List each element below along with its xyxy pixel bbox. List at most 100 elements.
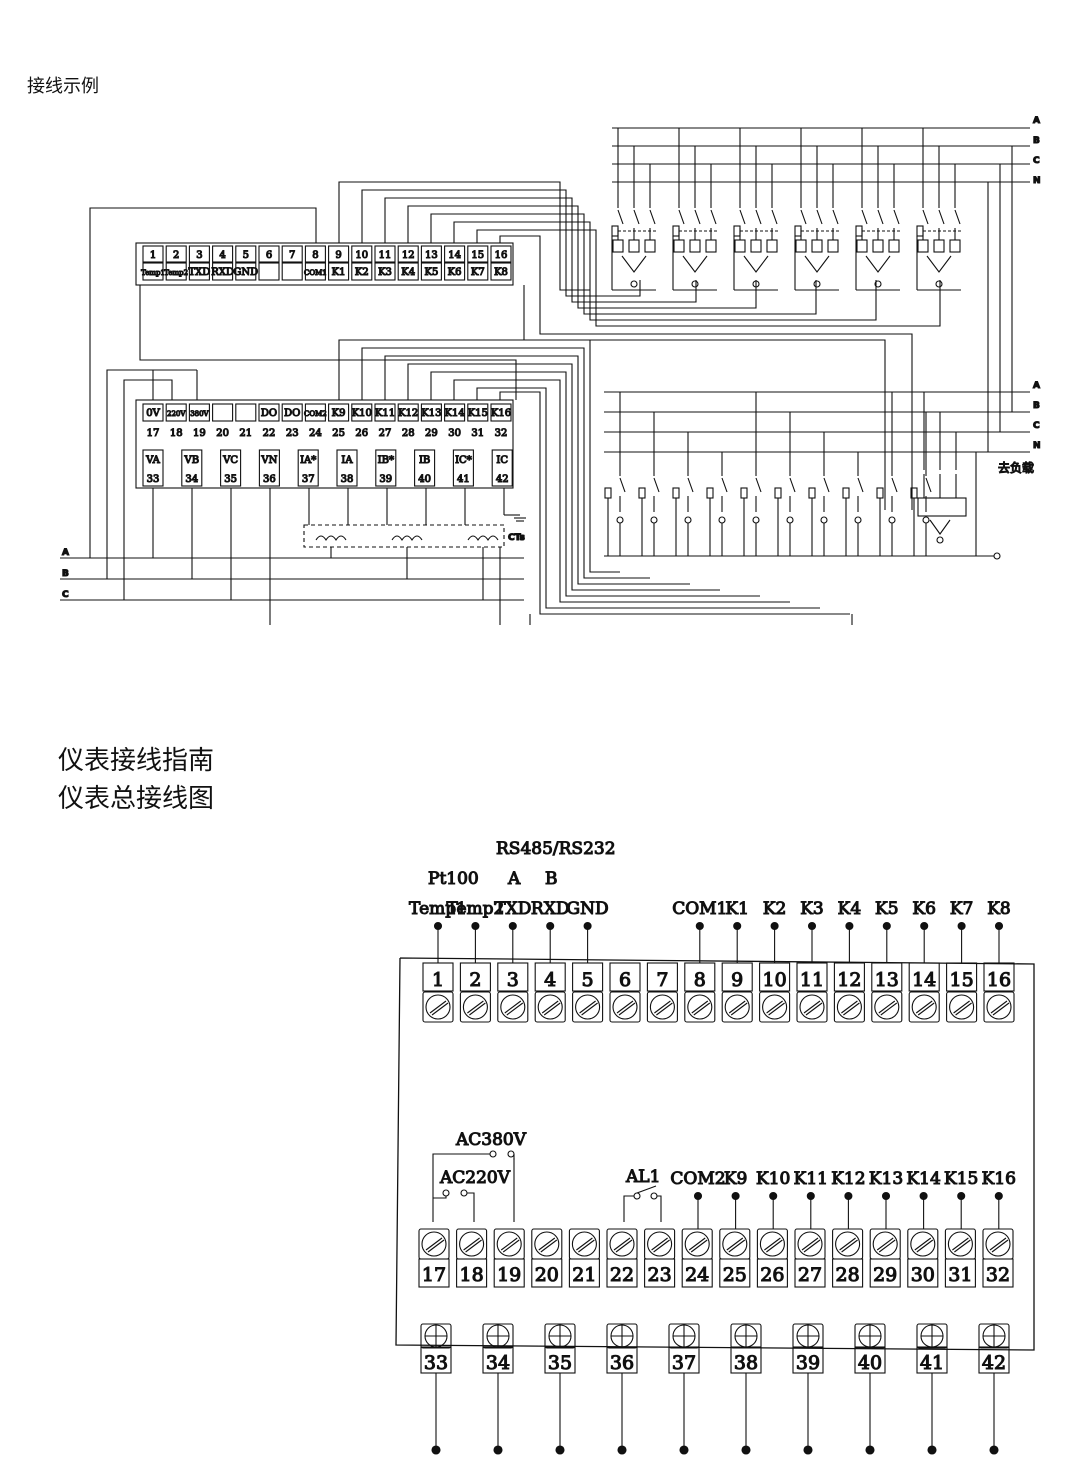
rs-a-label: A (507, 869, 521, 889)
bottom-terminal-13-number: 13 (875, 969, 899, 991)
top-terminal-6-number-box (258, 245, 280, 263)
lower-relay-7 (808, 432, 830, 556)
top-terminal-2-label-box (165, 262, 187, 281)
bottom-signal-k10: K10 (756, 1169, 790, 1189)
bottom-terminal-40-number: 40 (858, 1352, 882, 1374)
bottom-terminal-29-screw (869, 1228, 901, 1260)
bottom-terminal-19-screw (493, 1228, 525, 1260)
top-terminal-7-label-box (281, 262, 303, 281)
top-terminal-4-label: RXD (211, 267, 234, 278)
top-terminal-36-box (258, 449, 280, 487)
rs-label: RS485/RS232 (496, 839, 616, 859)
top-terminal-34-label: VB (184, 455, 200, 466)
ac-voltage-switches: AC380V AC220V AL1 (432, 1129, 662, 1222)
bottom-terminal-28-number: 28 (836, 1264, 860, 1286)
bottom-signal-k9: K9 (724, 1169, 748, 1189)
bottom-terminal-6-number: 6 (619, 969, 631, 991)
left-bus-label-a: A (62, 548, 69, 558)
top-terminal-5-label: GND (233, 267, 258, 278)
top-terminal-24-label: COM2 (304, 410, 327, 418)
top-terminal-18-label-box (165, 403, 187, 422)
top-terminal-37-box (297, 449, 319, 487)
bottom-signal-k3: K3 (800, 899, 824, 919)
bottom-terminal-34-screw (482, 1323, 514, 1349)
top-terminal-9-number-box (328, 245, 350, 263)
bottom-terminal-23-number-box (644, 1258, 676, 1288)
bottom-terminal-25-screw (719, 1228, 751, 1260)
top-terminal-5-number-box (235, 245, 257, 263)
top-terminal-6-label-box (258, 262, 280, 281)
bottom-signal-k1: K1 (725, 899, 749, 919)
bottom-terminal-23-screw (644, 1228, 676, 1260)
bottom-terminal-40-screw (854, 1323, 886, 1349)
top-terminal-18-number: 18 (170, 428, 183, 439)
bottom-terminal-38-number: 38 (734, 1352, 758, 1374)
top-terminal-40-label: IB (419, 455, 430, 466)
top-terminal-32-number: 32 (495, 428, 508, 439)
bottom-terminal-28-screw (832, 1228, 864, 1260)
top-terminal-22-number: 22 (263, 428, 276, 439)
top-terminal-11-number: 11 (379, 250, 392, 261)
top-terminal-1-number-box (142, 245, 164, 263)
bottom-terminal-31-number-box (944, 1258, 976, 1288)
caption-wiring-example: 接线示例 (27, 76, 99, 97)
top-terminal-14-label-box (444, 262, 466, 281)
bottom-terminal-39-screw (792, 1323, 824, 1349)
caption-meter-total: 仪表总接线图 (58, 784, 215, 814)
bottom-terminal-11-screw (796, 991, 828, 1023)
bottom-terminal-29-number: 29 (873, 1264, 897, 1286)
top-terminal-21-number: 21 (239, 428, 252, 439)
top-terminal-36-label: VN (260, 455, 277, 466)
upper-bus-lines (612, 127, 1030, 183)
bottom-terminal-6-number-box (609, 962, 641, 992)
bottom-terminal-31-number: 31 (948, 1264, 972, 1286)
bottom-terminal-3-number: 3 (507, 969, 519, 991)
top-terminal-9-label: K1 (332, 267, 346, 278)
bottom-terminal-35-screw (544, 1323, 576, 1349)
top-terminal-2-number-box (165, 245, 187, 263)
top-terminal-22-label: DO (261, 408, 277, 419)
bottom-signal-k11: K11 (794, 1169, 828, 1189)
top-terminal-7-number-box (281, 245, 303, 263)
bottom-terminal-5-screw (572, 991, 604, 1023)
top-terminal-11-label: K3 (378, 267, 392, 278)
top-terminal-26-label-box (351, 403, 373, 422)
bottom-terminal-20-number: 20 (535, 1264, 559, 1286)
top-terminal-38-box (336, 449, 358, 487)
bottom-terminal-33-number: 33 (424, 1352, 448, 1374)
bottom-terminal-32-number-box (982, 1258, 1014, 1288)
bottom-terminal-42-screw (978, 1323, 1010, 1349)
bottom-terminal-3-screw (497, 991, 529, 1023)
bus2-label-b: B (1033, 401, 1040, 411)
lower-relay-1 (604, 392, 626, 556)
bottom-terminal-37-number: 37 (672, 1352, 696, 1374)
bottom-signal-temp1: Temp1 (409, 899, 467, 919)
top-terminal-38-number: 38 (341, 474, 354, 485)
top-terminal-9-label-box (328, 262, 350, 281)
k-output-wiring-lower (338, 339, 853, 625)
bottom-terminal-2-number: 2 (469, 969, 481, 991)
top-terminal-12-number: 12 (402, 250, 415, 261)
ac220-label: AC220V (439, 1168, 511, 1188)
ct-area (303, 488, 526, 625)
bottom-terminal-10-screw (759, 991, 791, 1023)
upper-relay-group (611, 128, 963, 291)
top-terminal-15-label-box (467, 262, 489, 281)
top-terminal-12-number-box (397, 245, 419, 263)
top-terminal-17-label: 0V (146, 408, 160, 419)
bottom-terminal-24-number: 24 (685, 1264, 709, 1286)
bottom-terminal-19-number: 19 (497, 1264, 521, 1286)
bottom-terminal-36-number: 36 (610, 1352, 634, 1374)
bottom-signal-txd: TXD (494, 899, 531, 919)
top-terminal-10-number-box (351, 245, 373, 263)
top-terminal-14-number-box (444, 245, 466, 263)
top-terminal-33-label: VA (145, 455, 161, 466)
load-relay (917, 392, 967, 544)
top-terminal-35-box (220, 449, 242, 487)
bus2-label-a: A (1033, 381, 1040, 391)
top-terminal-20-number: 20 (216, 428, 229, 439)
bottom-terminal-21-number-box (568, 1258, 600, 1288)
